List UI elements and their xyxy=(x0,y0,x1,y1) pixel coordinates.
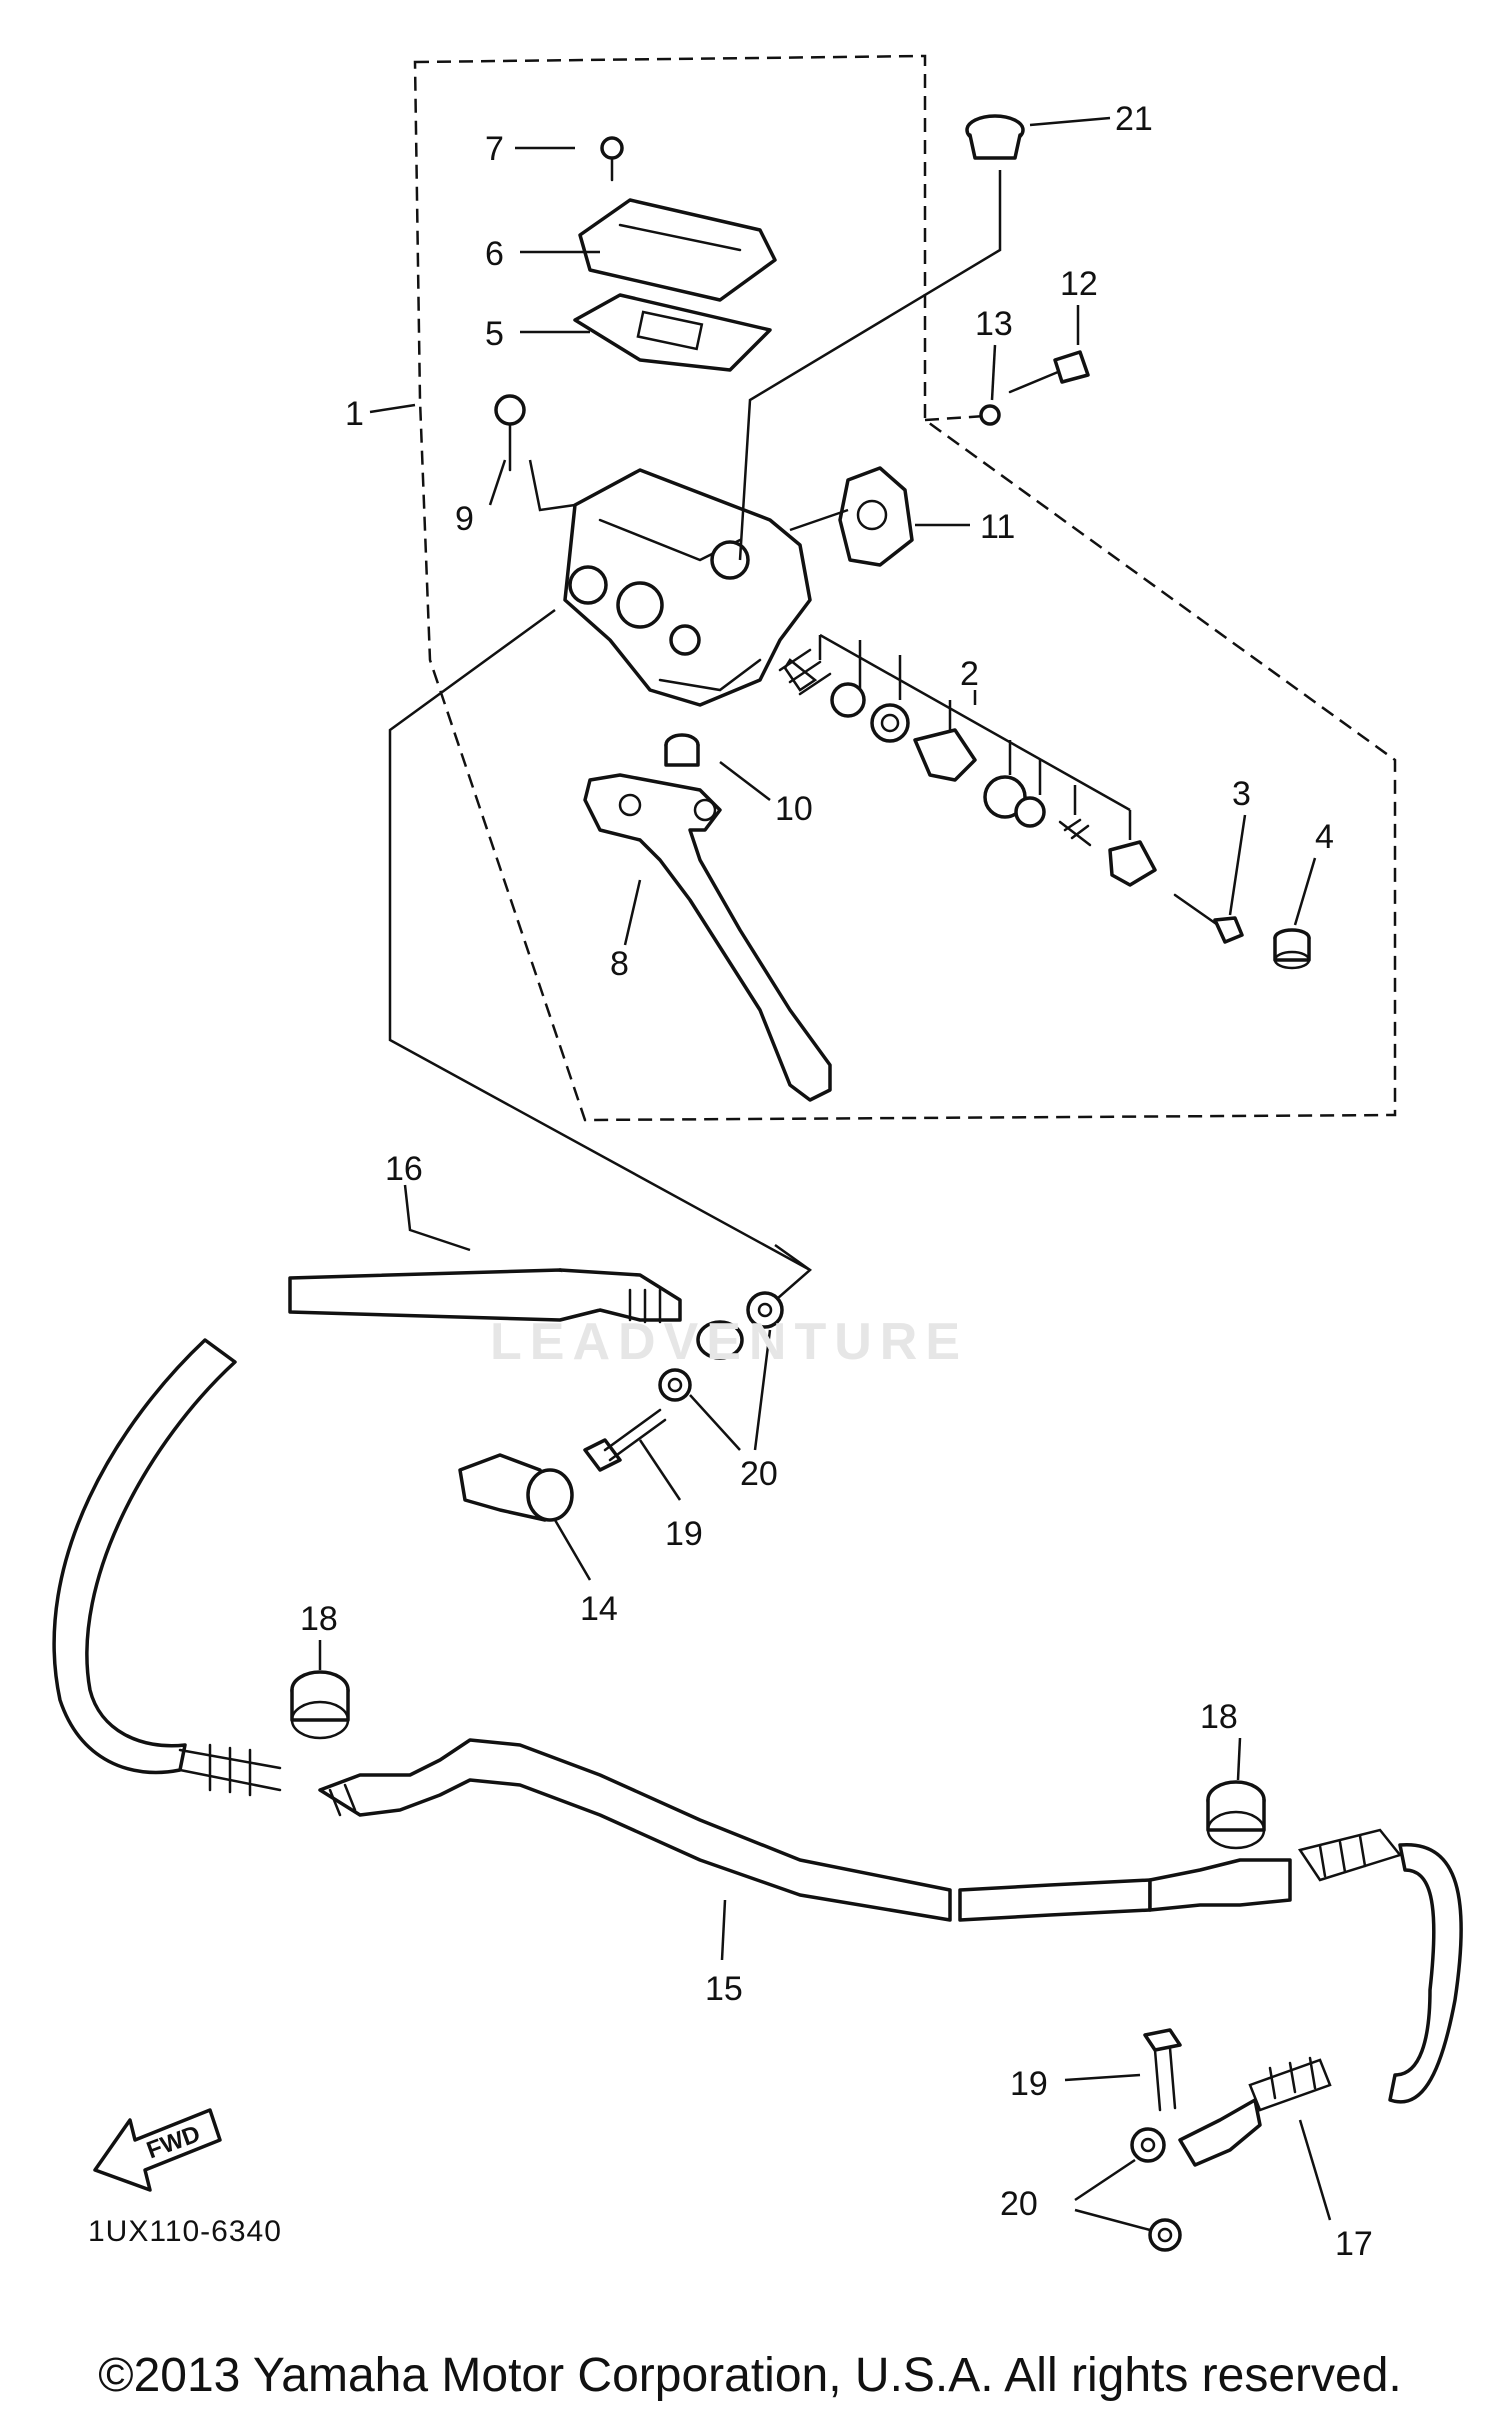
reservoir-cap xyxy=(578,198,777,302)
callout-6: 6 xyxy=(485,235,504,273)
watermark: LEADVENTURE xyxy=(490,1313,969,1371)
leader-15 xyxy=(720,1899,727,1961)
leader-20-upper xyxy=(689,1329,772,1451)
lever-bolt xyxy=(494,394,576,512)
callout-10: 10 xyxy=(775,790,813,828)
leader-8 xyxy=(623,879,642,946)
callout-18-right: 18 xyxy=(1200,1698,1238,1736)
callout-20-lower: 20 xyxy=(1000,2185,1038,2223)
holder-bracket xyxy=(838,466,914,567)
lower-hose-fitting xyxy=(1148,1828,1463,2167)
main-hose xyxy=(318,1738,1152,1922)
grommet-right xyxy=(1206,1780,1266,1850)
callout-4: 4 xyxy=(1315,818,1334,856)
diaphragm xyxy=(573,293,772,372)
piston-kit xyxy=(778,633,1157,887)
leader-9 xyxy=(488,459,507,506)
copper-washer-upper-a xyxy=(746,1291,784,1329)
leader-10 xyxy=(719,761,771,801)
leader-3 xyxy=(1228,814,1247,916)
grommet-left xyxy=(290,1670,350,1740)
guide-line-washer xyxy=(769,1243,813,1306)
callout-12: 12 xyxy=(1060,265,1098,303)
guide-line-body xyxy=(388,608,811,1272)
callout-11: 11 xyxy=(980,508,1015,546)
plug-cap xyxy=(965,114,1025,160)
callout-5: 5 xyxy=(485,315,504,353)
clutch-lever xyxy=(583,773,832,1102)
leader-18-right xyxy=(1236,1737,1242,1781)
callout-16: 16 xyxy=(385,1150,423,1188)
assembly-boundary-inner xyxy=(924,413,1001,422)
master-cylinder-body xyxy=(563,468,812,707)
copper-washer-lower-a xyxy=(1130,2127,1166,2163)
leader-14 xyxy=(553,1519,592,1581)
adjust-screw xyxy=(1173,893,1244,944)
leader-19-upper xyxy=(638,1439,682,1501)
callout-7: 7 xyxy=(485,130,504,168)
copper-washer-upper-b xyxy=(658,1368,692,1402)
copper-washer-lower-b xyxy=(1148,2218,1182,2252)
callout-2: 2 xyxy=(960,655,979,693)
leader-21 xyxy=(1029,116,1111,127)
leader-21-line xyxy=(738,170,1002,561)
fwd-arrow: FWD xyxy=(93,2108,222,2192)
diagram-code: 1UX110-6340 xyxy=(88,2215,282,2248)
union-bolt-lower xyxy=(1143,2028,1182,2112)
cap-screw xyxy=(600,136,624,182)
leader-17 xyxy=(1298,2119,1332,2221)
leader-bracket xyxy=(789,508,849,532)
callout-13: 13 xyxy=(975,305,1013,343)
leader-16 xyxy=(403,1184,471,1252)
leader-1 xyxy=(369,403,416,414)
copyright-footer: ©2013 Yamaha Motor Corporation, U.S.A. A… xyxy=(98,2349,1402,2402)
assembly-boundary xyxy=(413,54,1397,1122)
callout-21: 21 xyxy=(1115,100,1153,138)
callout-15: 15 xyxy=(705,1970,743,2008)
leader-19-lower xyxy=(1064,2073,1141,2082)
callout-1: 1 xyxy=(345,395,364,433)
cap-4 xyxy=(1273,928,1311,970)
callout-8: 8 xyxy=(610,945,629,983)
callout-9: 9 xyxy=(455,500,474,538)
upper-hose xyxy=(288,1268,744,1360)
hose-boot xyxy=(458,1453,574,1522)
union-bolt-upper xyxy=(583,1408,667,1472)
callout-20-upper: 20 xyxy=(740,1455,778,1493)
callout-18-left: 18 xyxy=(300,1600,338,1638)
lower-left-hose xyxy=(52,1338,282,1797)
collar xyxy=(664,733,700,767)
leader-20-lower xyxy=(1074,2158,1151,2232)
callout-19-upper: 19 xyxy=(665,1515,703,1553)
lock-washer xyxy=(979,404,1001,426)
callout-17: 17 xyxy=(1335,2225,1373,2263)
callout-14: 14 xyxy=(580,1590,618,1628)
callout-19-lower: 19 xyxy=(1010,2065,1048,2103)
leader-13 xyxy=(990,344,997,401)
callout-3: 3 xyxy=(1232,775,1251,813)
leader-4 xyxy=(1293,857,1317,926)
bracket-screw xyxy=(1008,350,1090,394)
